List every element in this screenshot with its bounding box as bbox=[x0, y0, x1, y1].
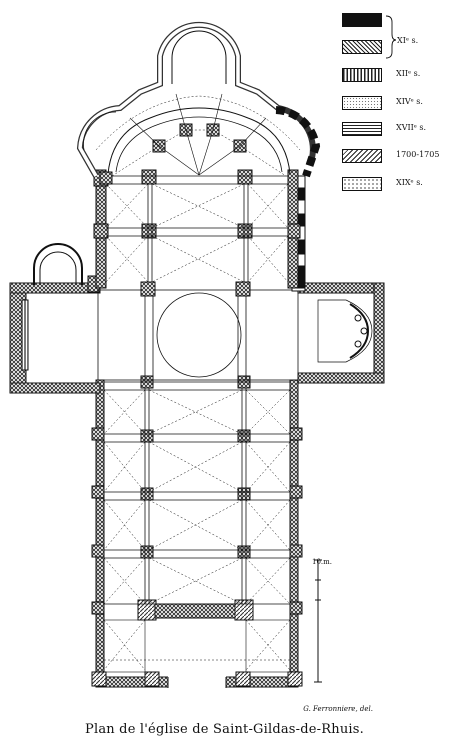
scale-bar bbox=[314, 559, 322, 683]
legend-bracket bbox=[385, 15, 397, 59]
legend-swatch-crosshatch bbox=[342, 40, 382, 54]
legend-bracket-label: XIᵉ s. bbox=[397, 36, 419, 45]
legend-swatch-solid bbox=[342, 13, 382, 27]
nave bbox=[91, 375, 303, 688]
legend-label: XIVᵉ s. bbox=[396, 97, 423, 106]
legend-swatch-diagonal bbox=[342, 149, 382, 163]
plan-caption: Plan de l'église de Saint-Gildas-de-Rhui… bbox=[85, 722, 364, 737]
legend-label: XIIᵉ s. bbox=[396, 69, 421, 78]
legend-label: 1700-1705 bbox=[396, 150, 440, 159]
legend-swatch-horizontal bbox=[342, 122, 382, 136]
choir bbox=[76, 21, 321, 289]
legend-swatch-stipple bbox=[342, 177, 382, 191]
legend-swatch-dots bbox=[342, 96, 382, 110]
transept bbox=[9, 175, 385, 394]
legend-swatch-vertical bbox=[342, 68, 382, 82]
draftsman-credit: G. Ferronniere, del. bbox=[303, 705, 373, 713]
legend-label: XIXᵉ s. bbox=[396, 178, 423, 187]
legend-label: XVIIᵉ s. bbox=[396, 123, 427, 132]
scale-label: 10.m. bbox=[312, 558, 332, 566]
